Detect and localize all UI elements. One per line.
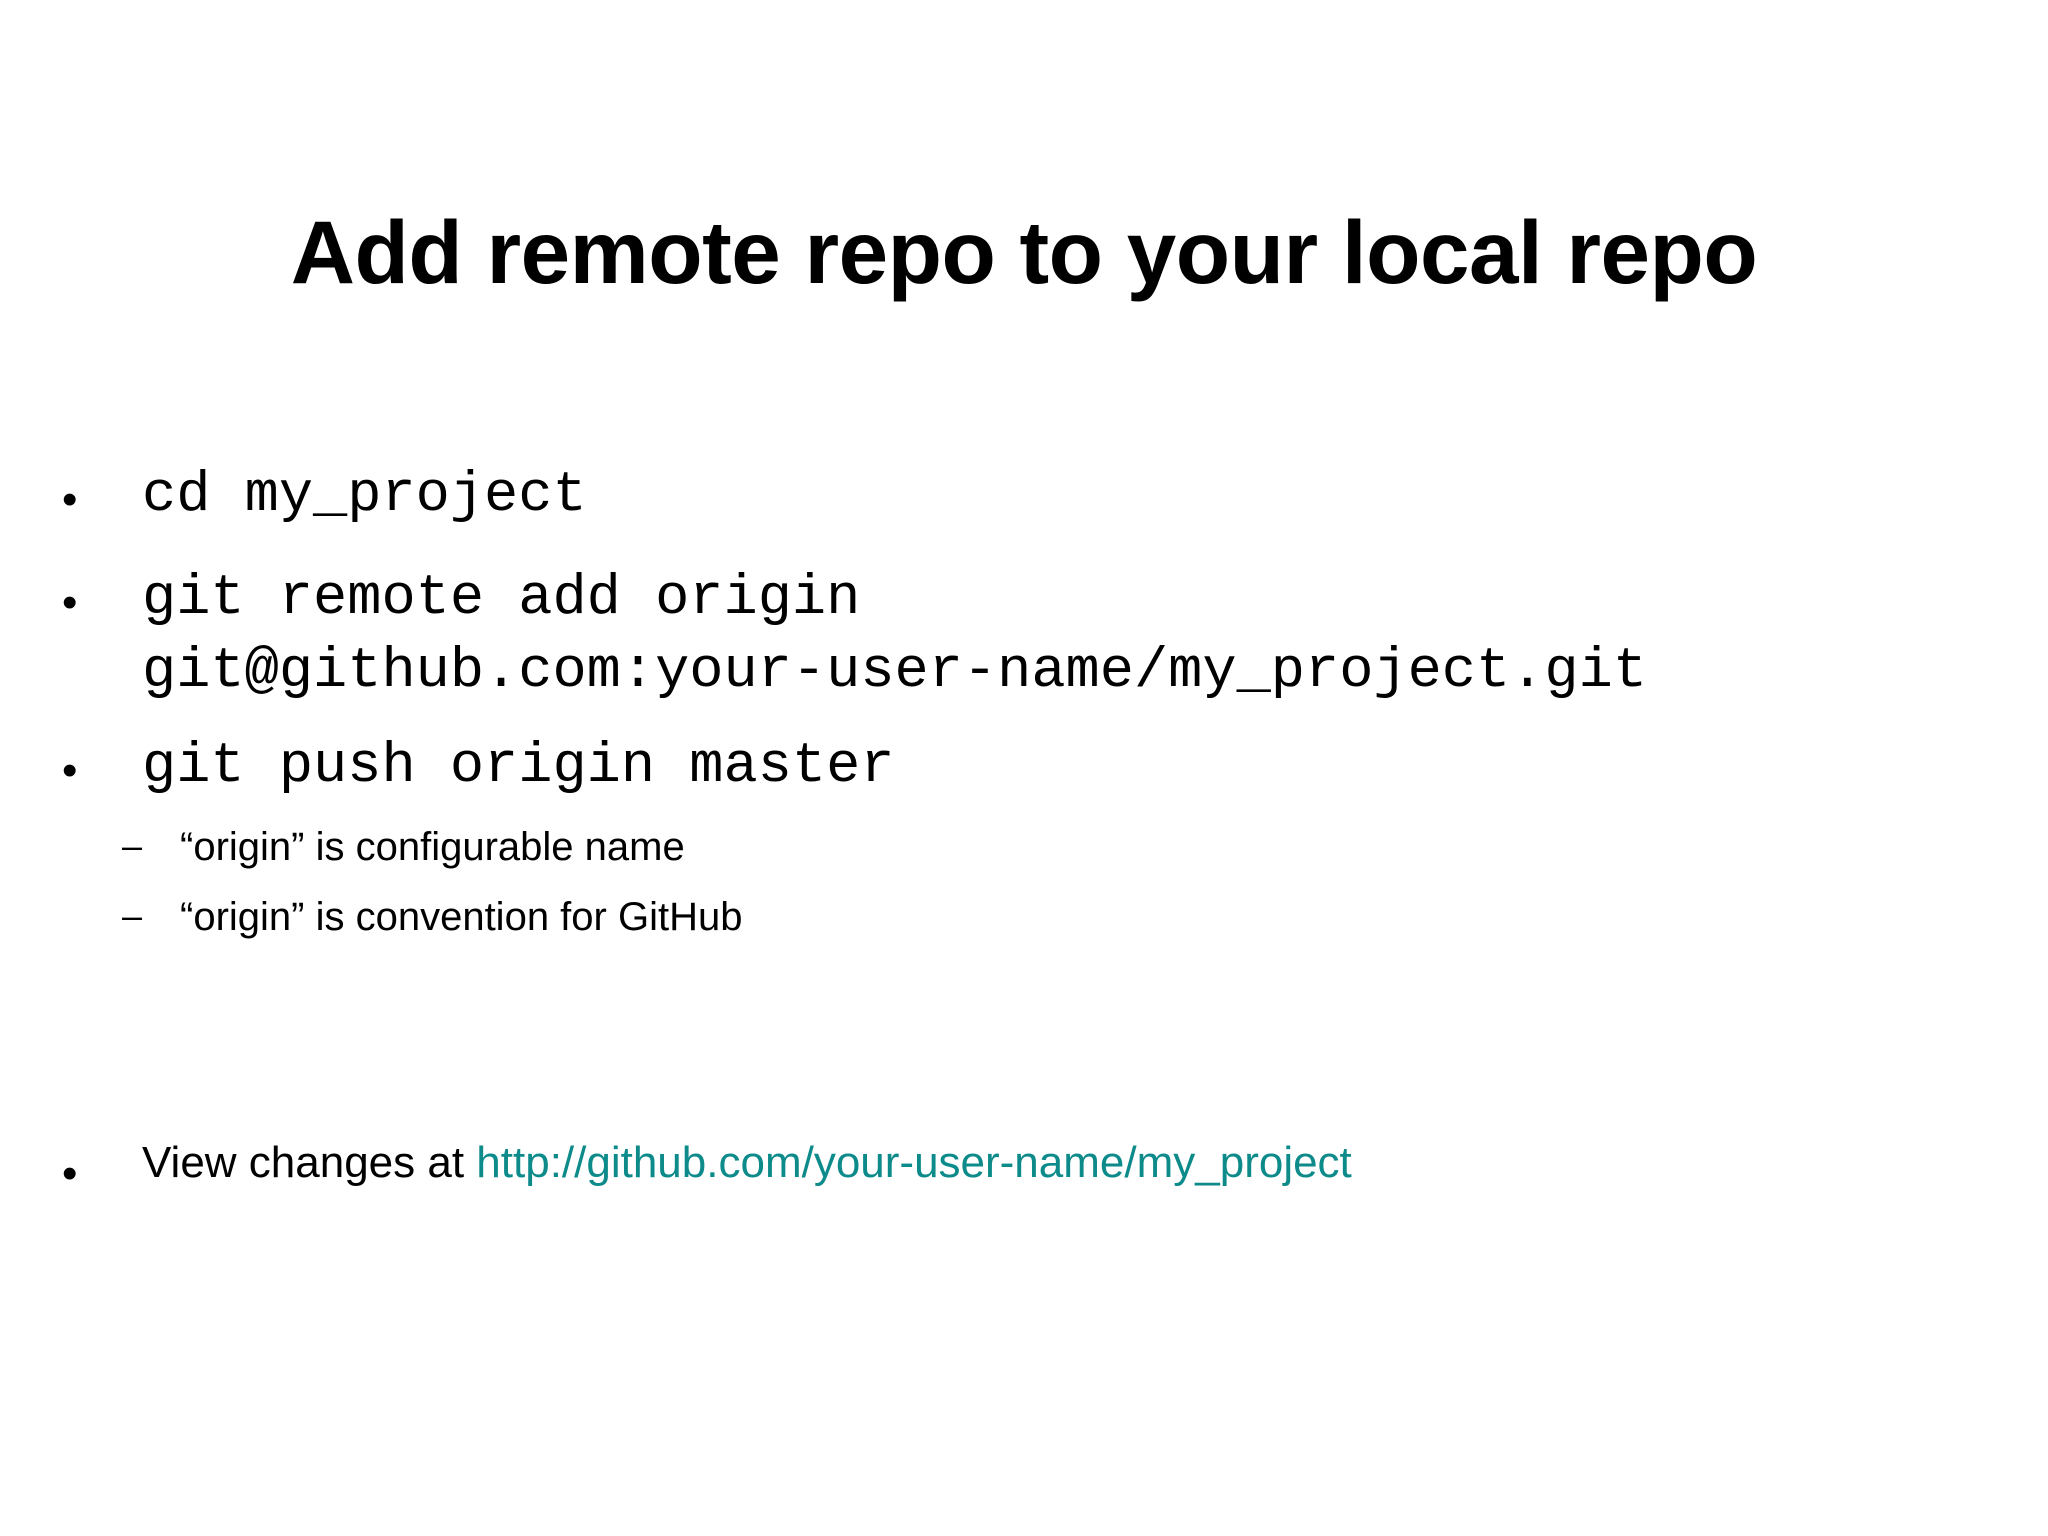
bullet-text-view-changes-prefix: View changes at [142,1137,477,1187]
bullet-text-cd: cd my_project [142,464,587,528]
spacer [48,944,2008,1134]
bullet-dot-icon: • [62,475,78,524]
bullet-text-push: git push origin master [142,734,895,799]
bullet-content-view-changes: View changes at http://github.com/your-u… [142,1134,2008,1191]
spacer [48,533,2008,563]
dash-icon: – [122,894,143,936]
sub-bullet-text-configurable: “origin” is configurable name [180,824,685,869]
slide-body: • cd my_project • git remote add origin … [48,460,2008,1196]
bullet-dot-icon: • [62,1148,78,1198]
bullet-item-push: • git push origin master [48,731,2008,804]
dash-icon: – [122,824,143,866]
bullet-dot-icon: • [62,745,78,795]
bullet-dot-icon: • [62,577,78,627]
github-project-link[interactable]: http://github.com/your-user-name/my_proj… [476,1137,1352,1187]
page-title: Add remote repo to your local repo [290,202,1758,302]
spacer [48,874,2008,890]
bullet-content-remote-add: git remote add origin git@github.com:you… [142,563,2008,709]
spacer [48,804,2008,820]
bullet-text-remote-add-url[interactable]: git@github.com:your-user-name/my_project… [142,639,1648,704]
bullet-text-remote-add-command: git remote add origin [142,566,861,631]
sub-bullet-item-convention: – “origin” is convention for GitHub [116,890,2008,944]
spacer [48,709,2008,731]
sub-bullet-text-convention: “origin” is convention for GitHub [180,894,743,939]
bullet-item-remote-add: • git remote add origin git@github.com:y… [48,563,2008,709]
sub-bullet-item-configurable: – “origin” is configurable name [116,820,2008,874]
bullet-item-view-changes: • View changes at http://github.com/your… [48,1134,2008,1196]
bullet-item-cd: • cd my_project [48,460,2008,533]
